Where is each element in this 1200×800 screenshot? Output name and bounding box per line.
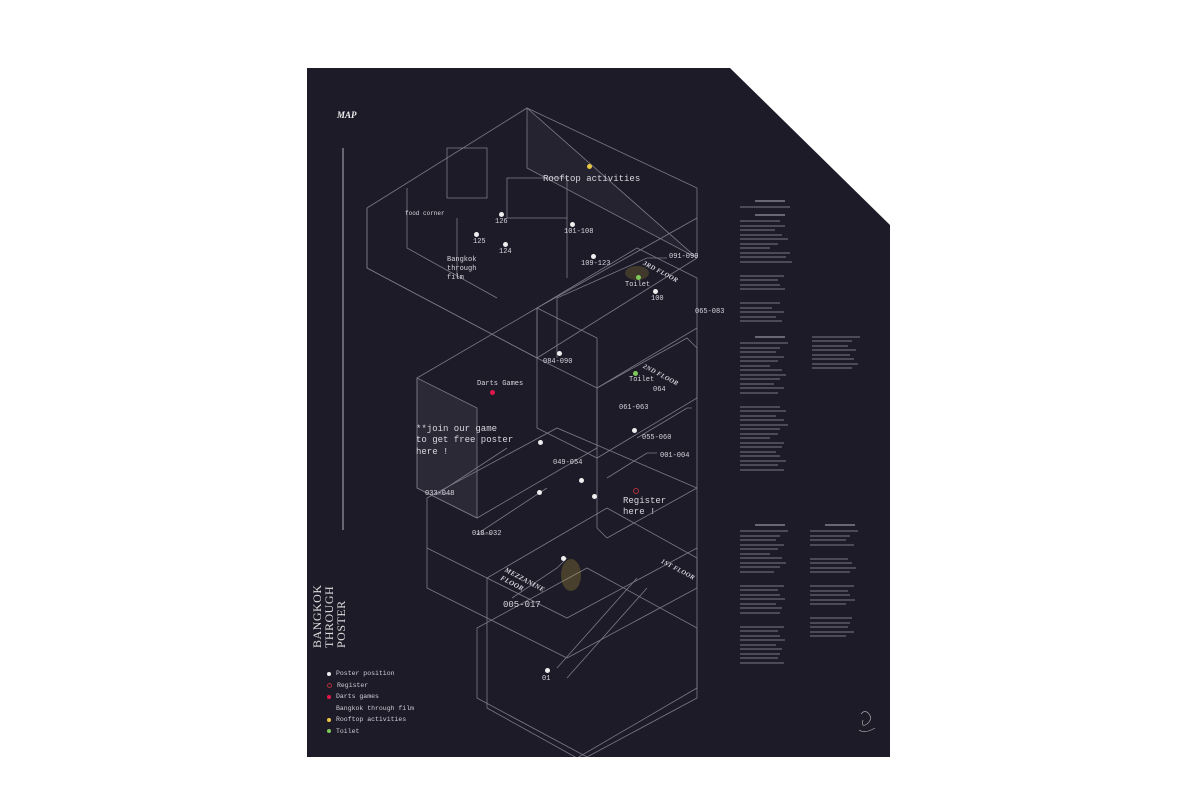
map-heading: MAP (337, 110, 357, 120)
legend-item: Register (327, 680, 414, 692)
poster-marker (570, 222, 575, 227)
map-legend: Poster position Register Darts games Ban… (327, 668, 414, 737)
register-dot-icon (327, 682, 332, 688)
legend-label: Register (337, 681, 369, 689)
darts-dot-icon (327, 694, 331, 699)
toilet-marker (636, 275, 641, 280)
poster-marker (557, 351, 562, 356)
legend-label: Toilet (336, 727, 360, 735)
poster-marker (538, 440, 543, 445)
label-register: Register here ! (623, 496, 667, 518)
poster-title: BANGKOK THROUGH POSTER (310, 585, 348, 649)
signature-mark (858, 711, 876, 732)
poster-marker (499, 212, 504, 217)
rooftop-marker (587, 164, 592, 169)
label: 033-048 (425, 490, 455, 498)
legend-label: Darts games (336, 693, 379, 701)
poster-marker (632, 428, 637, 433)
legend-item: Darts games (327, 691, 414, 703)
toilet-dot-icon (327, 729, 331, 734)
title-line: POSTER (334, 600, 348, 648)
label-film: Bangkok through film (447, 256, 477, 282)
poster-marker (503, 242, 508, 247)
film-icon (327, 706, 331, 710)
legend-item: Toilet (327, 726, 414, 738)
label: 101-108 (564, 228, 594, 236)
poster-index-column (740, 518, 800, 666)
label-rooftop: Rooftop activities (543, 174, 641, 184)
darts-marker (490, 390, 495, 395)
label: 125 (473, 238, 486, 246)
poster-marker (579, 478, 584, 483)
label: 049-054 (553, 459, 583, 467)
label: 091-099 (669, 253, 699, 261)
label: 109-123 (581, 260, 611, 268)
label-toilet: Toilet (625, 281, 651, 289)
label: 065-083 (695, 308, 725, 316)
label: 124 (499, 248, 512, 256)
label-darts: Darts Games (477, 380, 524, 388)
legend-label: Rooftop activities (336, 716, 407, 724)
poster-marker (653, 289, 658, 294)
poster-marker (591, 254, 596, 259)
label: 100 (651, 295, 664, 303)
label: 126 (495, 218, 508, 226)
legend-item: Rooftop activities (327, 714, 414, 726)
label-food-corner: food corner (405, 210, 445, 217)
isometric-building-drawing (342, 107, 698, 757)
label: 001-004 (660, 452, 690, 460)
poster-index-column (810, 518, 870, 640)
poster-marker (561, 556, 566, 561)
poster-marker (592, 494, 597, 499)
rooftop-dot-icon (327, 717, 331, 722)
poster-index-column (812, 333, 872, 372)
poster-index-column (740, 194, 800, 473)
label: 061-063 (619, 404, 649, 412)
label: 064 (653, 386, 666, 394)
label: 01 (542, 675, 551, 683)
register-marker (633, 488, 639, 494)
legend-label: Bangkok through film (336, 704, 415, 712)
label: 005-017 (503, 600, 541, 610)
label-join-game: **join our game to get free poster here … (416, 424, 514, 457)
poster-marker (537, 490, 542, 495)
label: 084-090 (543, 358, 573, 366)
legend-item: Bangkok through film (327, 703, 414, 715)
label: 055-060 (642, 434, 672, 442)
label-toilet: Toilet (629, 376, 655, 384)
toilet-marker (633, 371, 638, 376)
legend-item: Poster position (327, 668, 414, 680)
map-poster: MAP BANGKOK THROUGH POSTER Rooftop activ… (307, 68, 890, 757)
poster-dot-icon (327, 671, 331, 676)
legend-label: Poster position (336, 670, 395, 678)
poster-marker (474, 232, 479, 237)
poster-marker (545, 668, 550, 673)
label: 018-032 (472, 530, 502, 538)
